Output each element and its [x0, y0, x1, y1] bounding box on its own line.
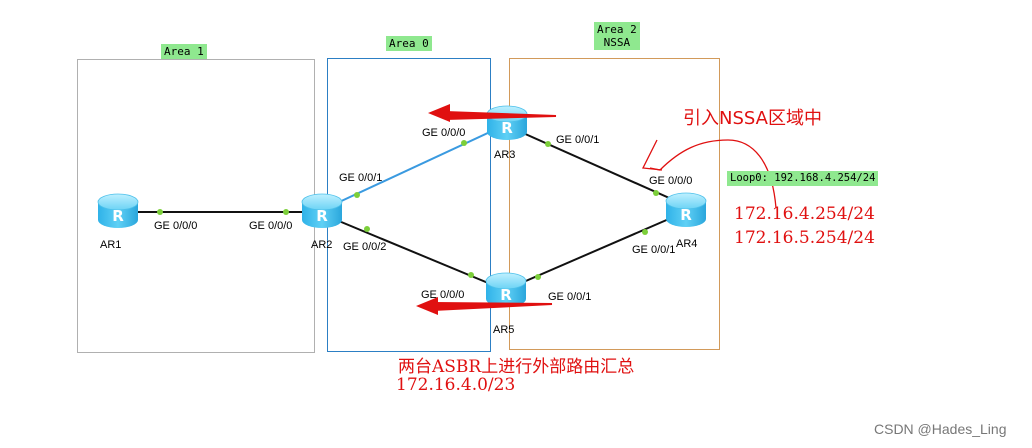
port-label-ar2-g000: GE 0/0/0: [249, 220, 293, 232]
port-label-ar4-g000: GE 0/0/0: [649, 175, 693, 187]
svg-text:R: R: [500, 286, 512, 304]
router-icon-ar1: R: [97, 193, 139, 228]
port-label-ar5-g001: GE 0/0/1: [548, 291, 592, 303]
port-label-ar3-g001: GE 0/0/1: [556, 134, 600, 146]
watermark: CSDN @Hades_Ling: [874, 421, 1007, 437]
router-icon-ar2: R: [301, 193, 343, 228]
ip-annotation-1: 172.16.4.254/24: [734, 204, 875, 224]
port-dots: [157, 140, 659, 280]
router-icon-ar5: R: [485, 272, 527, 307]
router-label-ar1: AR1: [100, 239, 122, 251]
dot-ar2-g000: [283, 209, 289, 215]
svg-text:R: R: [112, 207, 124, 225]
red-arrow-ar3: [428, 104, 557, 122]
router-icon-ar3: R: [486, 105, 528, 140]
dot-ar4-g000: [653, 190, 659, 196]
area0-label: Area 0: [386, 36, 432, 51]
router-icon-ar4: R: [665, 192, 707, 227]
summary-annotation-1: 两台ASBR上进行外部路由汇总: [398, 357, 635, 377]
ip-annotation-2: 172.16.5.254/24: [734, 228, 875, 248]
red-arrow-ar5: [416, 297, 553, 315]
dot-ar2-g002: [364, 226, 370, 232]
port-label-ar2-g002: GE 0/0/2: [343, 241, 387, 253]
router-label-ar2: AR2: [311, 239, 333, 251]
svg-text:R: R: [501, 119, 513, 137]
port-label-ar1-g000: GE 0/0/0: [154, 220, 198, 232]
summary-annotation-2: 172.16.4.0/23: [396, 375, 516, 395]
area2-box: [509, 58, 720, 350]
area1-label: Area 1: [161, 44, 207, 59]
svg-text:R: R: [316, 207, 328, 225]
port-label-ar3-g000: GE 0/0/0: [422, 127, 466, 139]
dot-ar1-g000: [157, 209, 163, 215]
dot-ar3-g001: [545, 141, 551, 147]
import-nssa-annotation: 引入NSSA区域中: [683, 108, 822, 129]
link-ar2-ar3: [321, 124, 506, 211]
dot-ar2-g001: [354, 192, 360, 198]
svg-text:R: R: [680, 206, 692, 224]
port-label-ar5-g000: GE 0/0/0: [421, 289, 465, 301]
dot-ar5-g001: [535, 274, 541, 280]
router-label-ar4: AR4: [676, 238, 698, 250]
area2-label: Area 2 NSSA: [594, 22, 640, 50]
port-label-ar2-g001: GE 0/0/1: [339, 172, 383, 184]
dot-ar4-g001: [642, 229, 648, 235]
router-label-ar3: AR3: [494, 149, 516, 161]
router-label-ar5: AR5: [493, 324, 515, 336]
link-ar2-ar5: [321, 213, 506, 291]
red-curve-head: [641, 139, 663, 171]
loopback-label: Loop0: 192.168.4.254/24: [727, 171, 879, 186]
dot-ar5-g000: [468, 272, 474, 278]
dot-ar3-g000: [461, 140, 467, 146]
port-label-ar4-g001: GE 0/0/1: [632, 244, 676, 256]
